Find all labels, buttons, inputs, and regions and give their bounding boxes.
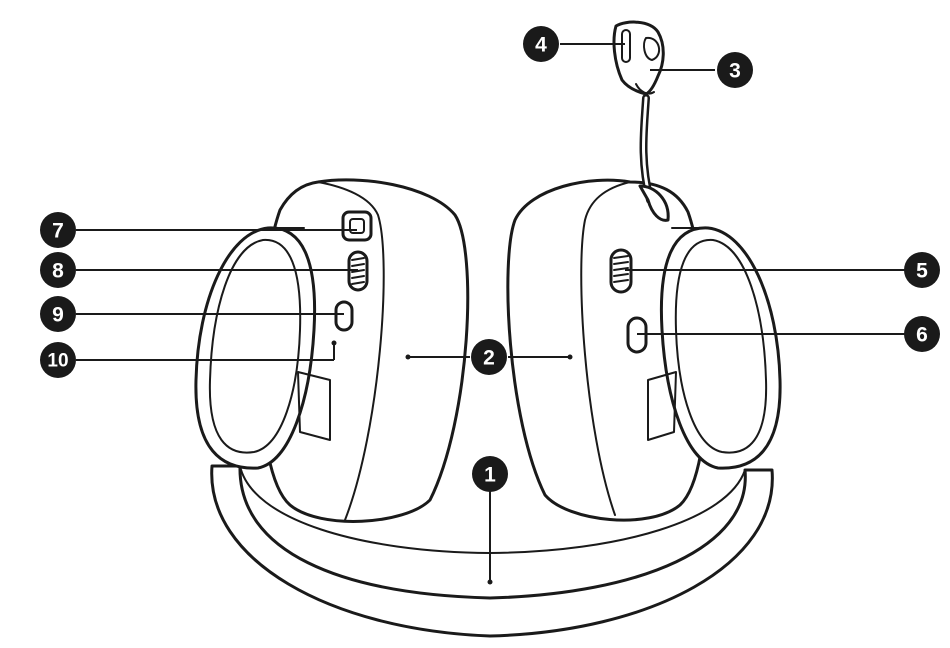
usb-c-port bbox=[341, 210, 373, 242]
callout-9-label: 9 bbox=[52, 304, 64, 327]
callout-2-label: 2 bbox=[483, 347, 495, 370]
left-ear-cup bbox=[194, 178, 470, 523]
callout-4: 4 bbox=[523, 26, 559, 62]
callout-9: 9 bbox=[40, 296, 76, 332]
callout-10-label: 10 bbox=[47, 351, 68, 372]
right-ear-cup bbox=[506, 178, 782, 522]
callout-1: 1 bbox=[472, 456, 508, 492]
callout-6-label: 6 bbox=[916, 324, 928, 347]
callout-5-label: 5 bbox=[916, 260, 928, 283]
callout-1-label: 1 bbox=[484, 464, 496, 487]
callout-10: 10 bbox=[40, 342, 76, 378]
microphone bbox=[612, 20, 670, 222]
callout-6: 6 bbox=[904, 316, 940, 352]
callout-2: 2 bbox=[471, 339, 507, 375]
leader-lines bbox=[76, 43, 905, 585]
callout-8-label: 8 bbox=[52, 260, 64, 283]
callout-7: 7 bbox=[40, 212, 76, 248]
callout-8: 8 bbox=[40, 252, 76, 288]
left-button bbox=[334, 300, 354, 332]
callout-3: 3 bbox=[717, 52, 753, 88]
callout-4-label: 4 bbox=[535, 34, 547, 57]
callout-7-label: 7 bbox=[52, 220, 64, 243]
callout-3-label: 3 bbox=[729, 60, 741, 83]
microphone-mute-indicator bbox=[621, 29, 631, 63]
callout-5: 5 bbox=[904, 252, 940, 288]
